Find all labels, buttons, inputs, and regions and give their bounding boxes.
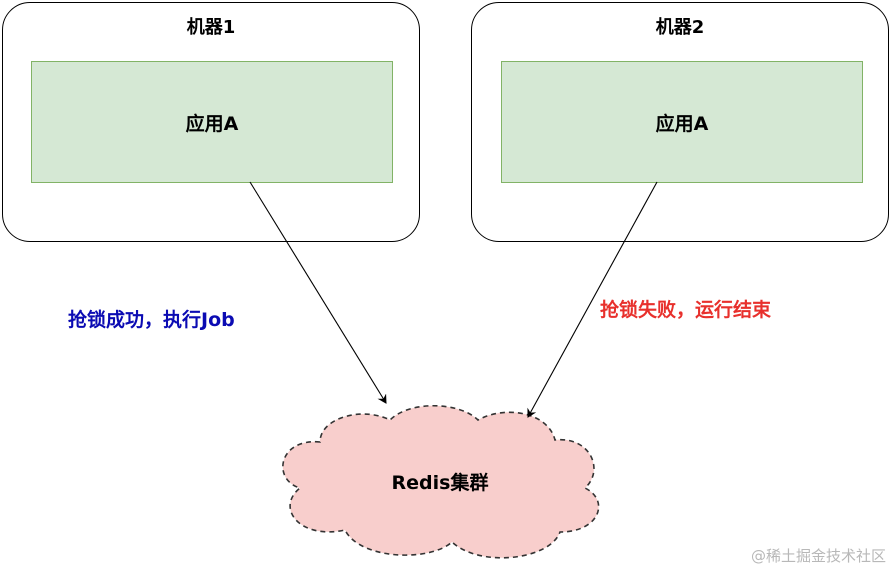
failure-label: 抢锁失败，运行结束: [600, 299, 772, 321]
machine-2-app-label: 应用A: [655, 112, 709, 135]
machine-2-container: 机器2 应用A: [471, 2, 889, 242]
machine-1-container: 机器1 应用A: [2, 2, 420, 242]
machine-2-title: 机器2: [655, 17, 705, 38]
redis-cluster-cloud: [282, 405, 600, 559]
machine-1-app-label: 应用A: [185, 112, 239, 135]
machine-1-app-box: 应用A: [31, 61, 393, 183]
arrow-success: [249, 181, 387, 404]
arrow-failure: [527, 181, 658, 418]
success-label: 抢锁成功，执行Job: [68, 309, 235, 331]
watermark: @稀土掘金技术社区: [750, 547, 886, 565]
machine-1-title: 机器1: [186, 17, 236, 38]
machine-2-app-box: 应用A: [501, 61, 863, 183]
redis-cluster-label: Redis集群: [391, 472, 489, 494]
